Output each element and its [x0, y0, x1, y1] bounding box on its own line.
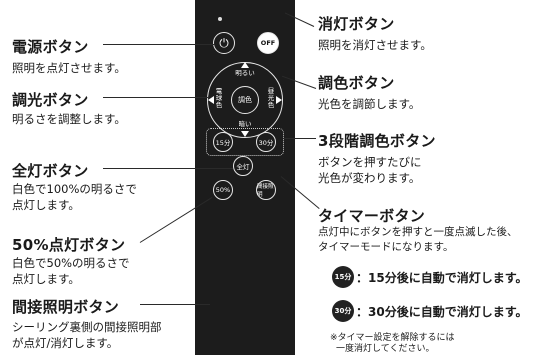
- timer-15-badge: 15分: [332, 266, 354, 288]
- three-step-title: 3段階調色ボタン: [318, 132, 436, 150]
- indirect-title: 間接照明ボタン: [12, 298, 120, 316]
- indicator-led: [218, 17, 222, 21]
- off-title: 消灯ボタン: [318, 15, 395, 33]
- indirect-callout-line: [140, 304, 210, 305]
- timer-title: タイマーボタン: [318, 207, 426, 225]
- three-step-desc-2: 光色が変わります。: [318, 171, 421, 185]
- fifty-desc-2: 点灯します。: [12, 272, 80, 286]
- color-button-label: 調色: [238, 96, 252, 104]
- full-light-title: 全灯ボタン: [12, 162, 89, 180]
- off-button[interactable]: OFF: [257, 32, 279, 54]
- fifty-percent-button[interactable]: 50%: [213, 180, 233, 200]
- full-light-callout-line: [103, 168, 233, 169]
- timer-30-label: 30分: [258, 139, 274, 147]
- fifty-desc-1: 白色で50%の明るさで: [12, 256, 130, 270]
- color-desc: 光色を調節します。: [318, 97, 421, 111]
- timer-note-1: ※タイマー設定を解除するには: [330, 333, 455, 343]
- timer-group-frame: [206, 128, 284, 156]
- full-light-desc-2: 点灯します。: [12, 198, 80, 212]
- fifty-percent-label: 50%: [215, 186, 231, 194]
- brighter-arrow-icon[interactable]: [241, 62, 249, 68]
- fifty-title: 50%点灯ボタン: [12, 236, 126, 254]
- bright-down-label[interactable]: 暗い: [238, 120, 252, 128]
- power-icon: ⏻: [219, 35, 229, 50]
- indirect-light-label: 間接照明: [257, 184, 274, 198]
- warm-arrow-icon[interactable]: [208, 96, 214, 104]
- full-light-button[interactable]: 全灯: [233, 156, 253, 176]
- cool-arrow-icon[interactable]: [276, 96, 282, 104]
- timer-15-text: ：15分後に自動で消灯します。: [356, 271, 528, 285]
- timer-note-2: 一度消灯してください。: [336, 344, 435, 354]
- power-button[interactable]: ⏻: [213, 32, 235, 54]
- dimmer-arrow-icon[interactable]: [241, 131, 249, 137]
- bright-up-label[interactable]: 明るい: [235, 69, 255, 77]
- timer-desc-2: タイマーモードになります。: [318, 241, 454, 253]
- dimmer-title: 調光ボタン: [12, 91, 89, 109]
- color-button[interactable]: 調色: [231, 86, 259, 114]
- warm-label[interactable]: 電球色: [215, 87, 223, 109]
- full-light-desc-1: 白色で100%の明るさで: [12, 182, 137, 196]
- off-button-label: OFF: [260, 39, 276, 47]
- power-callout-line: [103, 44, 215, 45]
- indirect-desc-2: が点灯/消灯します。: [12, 336, 119, 350]
- timer-15-label: 15分: [215, 139, 231, 147]
- timer-15-button[interactable]: 15分: [213, 132, 233, 152]
- timer-30-text: ：30分後に自動で消灯します。: [356, 305, 528, 319]
- full-light-label: 全灯: [236, 163, 250, 171]
- dimmer-callout-line: [103, 97, 208, 98]
- dimmer-desc: 明るさを調整します。: [12, 112, 126, 126]
- timer-30-button[interactable]: 30分: [256, 132, 276, 152]
- power-title: 電源ボタン: [12, 38, 89, 56]
- indirect-desc-1: シーリング裏側の間接照明部: [12, 320, 162, 334]
- power-desc: 照明を点灯させます。: [12, 61, 126, 75]
- off-desc: 照明を消灯させます。: [318, 38, 432, 52]
- three-step-callout-line: [283, 138, 316, 139]
- three-step-desc-1: ボタンを押すたびに: [318, 155, 422, 169]
- indirect-light-button[interactable]: 間接照明: [256, 180, 276, 200]
- color-title: 調色ボタン: [318, 74, 395, 92]
- timer-30-badge: 30分: [332, 300, 354, 322]
- timer-desc-1: 点灯中にボタンを押すと一度点滅した後、: [318, 226, 518, 238]
- remote-control: ⏻ OFF 明るい 暗い 電球色 昼光色 調色 15分 30分 全灯 50% 間…: [195, 0, 295, 355]
- cool-label[interactable]: 昼光色: [267, 87, 275, 109]
